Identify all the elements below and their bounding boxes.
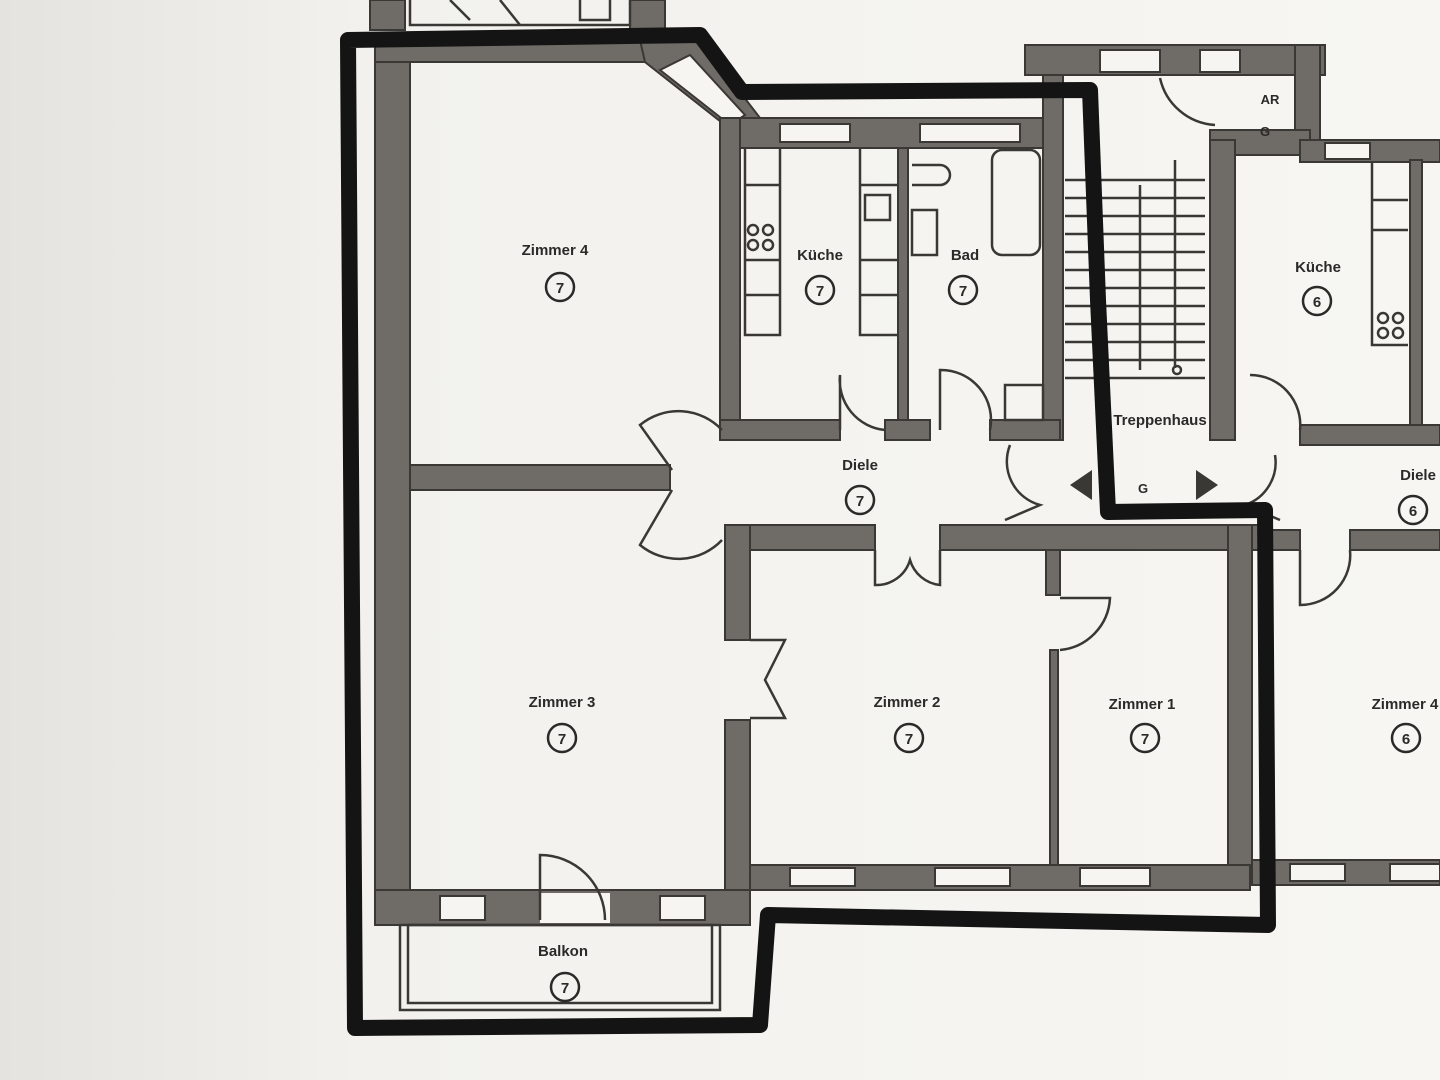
wall-bath-east [1042, 74, 1064, 441]
g-label: G [1260, 124, 1270, 139]
window-diagonal [658, 53, 747, 127]
unit-number: 6 [1409, 503, 1417, 520]
upper-balcony-remnant [369, 0, 666, 31]
unit-number: 7 [561, 980, 569, 997]
walls [374, 39, 1261, 926]
balcony [398, 923, 722, 1012]
sink-icon [863, 193, 892, 222]
room-zimmer-4-6: Zimmer 4 6 [1372, 696, 1439, 754]
unit-number: 7 [556, 280, 564, 297]
room-balkon: Balkon 7 [538, 943, 588, 1003]
room-diele-6: Diele 6 [1397, 467, 1436, 526]
doors-kitchen-bath [838, 368, 993, 432]
wall-kitchen-bath [897, 147, 909, 439]
balcony-door [538, 853, 607, 921]
kitchen-counter-right [858, 148, 898, 337]
wall-z2-z1 [1045, 549, 1061, 596]
kitchen-counter-left [743, 148, 782, 337]
room-label: Zimmer 3 [529, 694, 596, 711]
room-zimmer-3: Zimmer 3 7 [529, 694, 596, 754]
room-label: Bad [951, 247, 979, 264]
room-label: Zimmer 2 [874, 694, 941, 711]
stairwell [1024, 44, 1326, 441]
room-label: Diele [842, 457, 878, 474]
apartment-outline-marker [340, 27, 1276, 1036]
unit-number: 7 [558, 731, 566, 748]
unit-number: 7 [816, 283, 824, 300]
room-label: Balkon [538, 943, 588, 960]
unit-number: 7 [905, 731, 913, 748]
washing-machine-icon [1003, 383, 1045, 422]
room-zimmer-1: Zimmer 1 7 [1109, 696, 1176, 754]
door-z4-z3 [638, 409, 723, 561]
unit-number: 7 [1141, 731, 1149, 748]
unit-number: 7 [856, 493, 864, 510]
wall-z3-z2 [724, 524, 751, 641]
unit-number: 6 [1402, 731, 1410, 748]
wall-z4-z3 [409, 464, 671, 491]
room-kueche: Küche 7 [797, 247, 843, 306]
room-zimmer-4: Zimmer 4 7 [522, 242, 589, 303]
room-label: Küche [1295, 259, 1341, 276]
bathtub-icon [990, 148, 1042, 257]
room-label: Zimmer 4 [522, 242, 589, 259]
unit-number: 6 [1313, 294, 1321, 311]
fixtures [743, 148, 1045, 422]
door-z1 [1059, 596, 1112, 652]
neighbour-apartment [1249, 139, 1440, 886]
room-diele: Diele 7 [842, 457, 878, 516]
ar-label: AR [1261, 92, 1280, 107]
room-label: Zimmer 1 [1109, 696, 1176, 713]
washbasin-icon [910, 208, 939, 257]
room-kueche-6: Küche 6 [1295, 259, 1341, 317]
unit-number: 7 [959, 283, 967, 300]
room-zimmer-2: Zimmer 2 7 [874, 694, 941, 754]
wall-kitchen-west [719, 117, 741, 439]
stairwell-label: Treppenhaus [1113, 412, 1206, 429]
entrance-arrow-right-icon [1196, 470, 1218, 500]
door-z2 [873, 550, 942, 587]
room-bad: Bad 7 [947, 247, 979, 306]
stove-icon [746, 223, 760, 237]
room-label: Küche [797, 247, 843, 264]
wall-east [1227, 524, 1253, 886]
room-label: Zimmer 4 [1372, 696, 1439, 713]
room-label: Diele [1400, 467, 1436, 484]
g-stair-label: G [1138, 481, 1148, 496]
toilet-icon [912, 163, 952, 187]
door-z3-z2 [750, 638, 788, 720]
wall-west [374, 39, 411, 926]
entrance-arrow-left-icon [1070, 470, 1092, 500]
stair-steps [1065, 160, 1205, 380]
